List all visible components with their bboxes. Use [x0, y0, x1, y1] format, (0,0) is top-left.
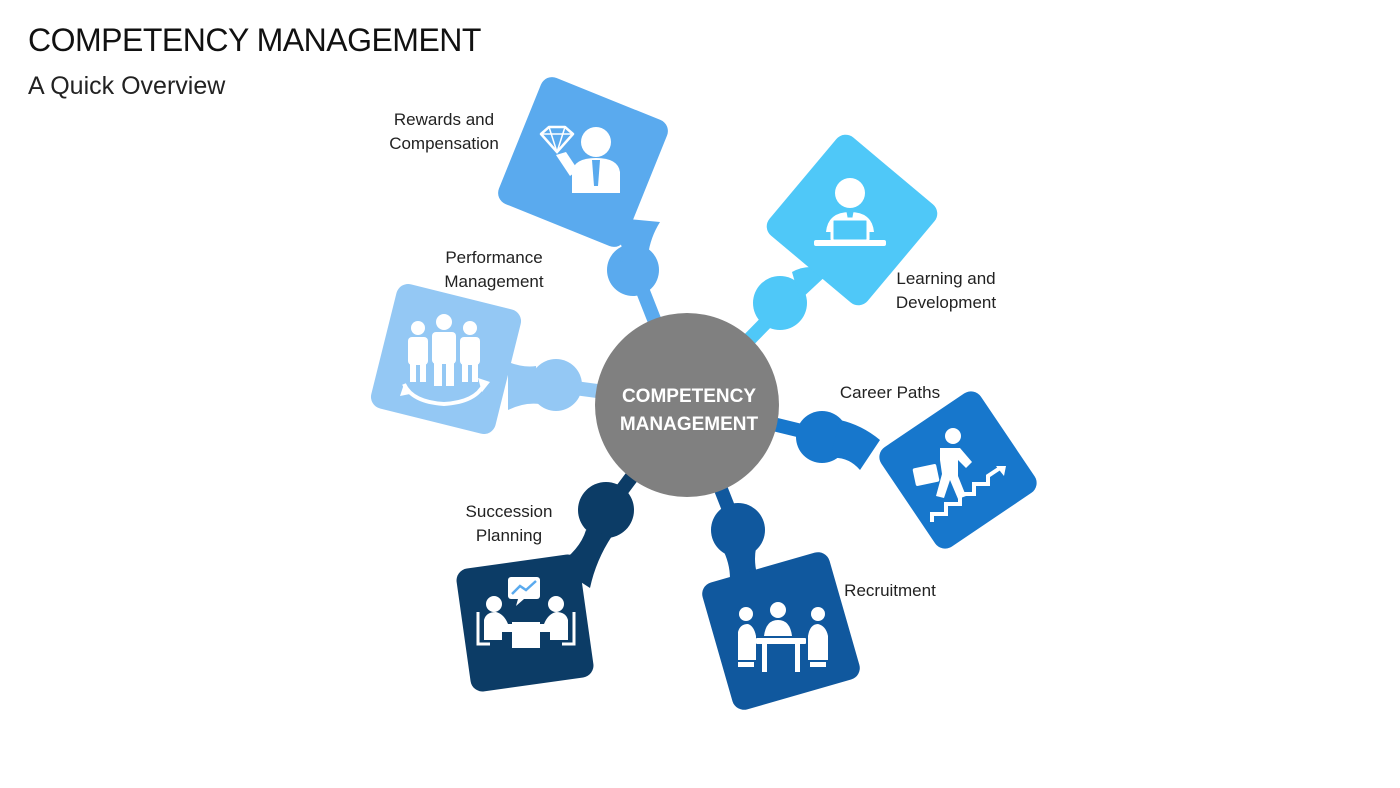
label-learning-line-1: Learning and — [896, 269, 996, 288]
label-rewards-line-2: Compensation — [389, 134, 499, 153]
knob-rewards — [607, 244, 659, 296]
stairs-climber-icon — [912, 428, 1006, 522]
label-career-line-1: Career Paths — [839, 383, 941, 402]
hub: COMPETENCY MANAGEMENT — [595, 313, 779, 497]
hub-line-2: MANAGEMENT — [620, 414, 759, 435]
label-recruitment-line-1: Recruitment — [844, 581, 936, 600]
label-learning-line-2: Development — [895, 293, 997, 312]
label-career: Career Paths — [820, 381, 960, 405]
label-performance: Performance Management — [424, 246, 564, 294]
label-performance-line-1: Performance — [445, 248, 543, 267]
knob-performance — [530, 359, 582, 411]
knob-recruitment — [711, 503, 765, 557]
interview-table-icon — [738, 602, 828, 672]
meeting-chart-icon — [476, 577, 576, 648]
diamond-presenter-icon — [539, 125, 620, 193]
knob-succession — [578, 482, 634, 538]
slide-subtitle: A Quick Overview — [28, 72, 226, 100]
label-succession-line-1: Succession — [465, 502, 553, 521]
team-cycle-icon — [400, 314, 490, 407]
label-rewards-line-1: Rewards and — [393, 110, 495, 129]
label-performance-line-2: Management — [444, 272, 544, 291]
laptop-learner-icon — [814, 178, 886, 246]
label-succession: Succession Planning — [439, 500, 579, 548]
label-rewards: Rewards and Compensation — [374, 108, 514, 156]
neck-performance — [508, 362, 540, 410]
label-recruitment: Recruitment — [820, 579, 960, 603]
hub-line-1: COMPETENCY — [622, 386, 756, 407]
slide-title: COMPETENCY MANAGEMENT — [28, 22, 481, 58]
label-succession-line-2: Planning — [475, 526, 543, 545]
knob-learning — [753, 276, 807, 330]
hub-circle — [595, 313, 779, 497]
label-learning: Learning and Development — [876, 267, 1016, 315]
segment-learning — [680, 134, 938, 410]
neck-career — [830, 420, 880, 470]
